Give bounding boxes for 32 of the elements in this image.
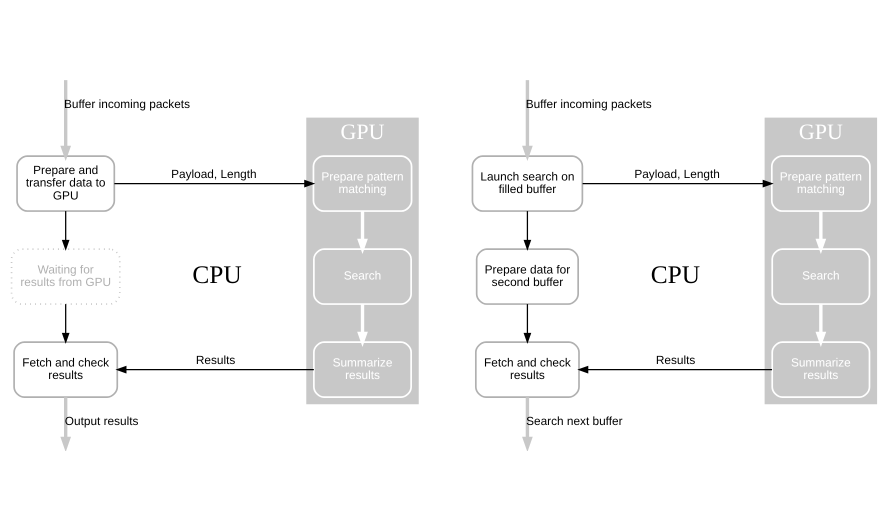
arrow	[62, 304, 70, 344]
edge-label: Buffer incoming packets	[526, 96, 652, 111]
node-box: Fetch and check results	[13, 340, 118, 398]
arrow	[114, 179, 316, 187]
node-box: Fetch and check results	[474, 340, 580, 398]
arrow	[524, 304, 532, 344]
arrow	[816, 304, 826, 347]
edge-label: Search next buffer	[526, 414, 623, 428]
node-box: Prepare data for second buffer	[476, 248, 579, 304]
edge-label: Payload, Length	[171, 166, 257, 180]
edge-label: Payload, Length	[634, 166, 720, 180]
arrow	[524, 210, 532, 250]
edge-label: Output results	[64, 414, 138, 428]
arrow	[577, 365, 772, 373]
arrow	[522, 80, 533, 161]
node-box: Prepare and transfer data to GPU	[16, 154, 116, 212]
arrow	[816, 210, 826, 254]
edge-label: Results	[196, 352, 236, 366]
arrow	[357, 304, 368, 347]
arrow	[357, 210, 368, 254]
edge-label: Results	[656, 352, 696, 366]
arrow	[60, 396, 72, 450]
arrow	[115, 365, 314, 373]
arrow	[522, 396, 533, 450]
arrow	[60, 80, 72, 161]
arrow	[582, 179, 774, 187]
arrow	[62, 210, 70, 250]
node-box: Launch search on filled buffer	[472, 154, 584, 212]
label: CPU	[650, 260, 700, 288]
label: CPU	[192, 260, 242, 288]
edge-label: Buffer incoming packets	[64, 96, 190, 111]
node-box: Waiting for results from GPU	[10, 248, 121, 304]
